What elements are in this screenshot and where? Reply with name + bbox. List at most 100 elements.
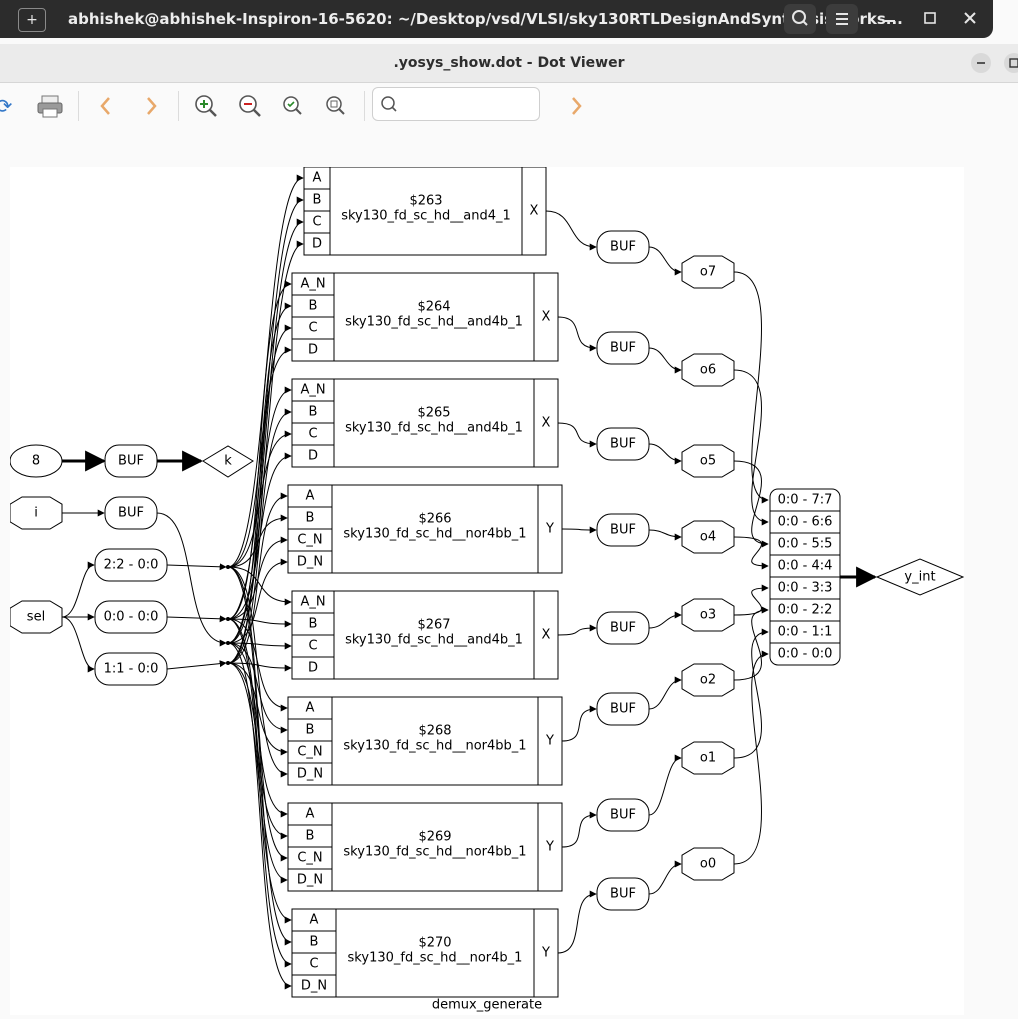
wire-to-pin: [227, 662, 292, 672]
cell-pin-label: C: [308, 321, 317, 336]
wire-port-concat: [733, 628, 769, 759]
wire-buf-port: [648, 246, 682, 276]
wire-buf-port: [648, 754, 682, 816]
junction: [226, 565, 230, 569]
buf-out-label: BUF: [610, 523, 636, 538]
maximize-icon[interactable]: [920, 6, 940, 30]
buf-i-label: BUF: [118, 506, 144, 521]
cell-type: sky130_fd_sc_hd__nor4b_1: [348, 951, 523, 966]
wire-cell-buf: [557, 316, 597, 352]
wire-buf-port: [648, 443, 682, 465]
close-icon[interactable]: [960, 6, 980, 30]
zoom-out-icon[interactable]: [236, 92, 264, 120]
output-y_int-label: y_int: [904, 570, 935, 585]
buf-out-label: BUF: [610, 887, 636, 902]
print-icon[interactable]: [36, 92, 64, 120]
wire-port-concat: [733, 650, 769, 865]
wire-buf-port: [648, 611, 682, 629]
forward-icon[interactable]: [137, 92, 165, 120]
wire-cell-buf: [561, 705, 597, 742]
output-port-label: o4: [700, 530, 716, 545]
wire-to-pin: [227, 618, 292, 968]
wire-cell-buf: [557, 422, 597, 448]
cell-out-pin: Y: [541, 946, 550, 961]
search-icon: [381, 96, 397, 112]
buf-out: [596, 331, 650, 365]
output-port-label: o5: [700, 454, 716, 469]
cell-pin-label: C_N: [297, 851, 322, 866]
search-input[interactable]: [401, 92, 535, 116]
input-i-port: [9, 496, 63, 530]
concat-label: 0:0 - 0:0: [778, 647, 833, 662]
cell-pin-label: B: [310, 935, 319, 950]
viewer-titlebar: .yosys_show.dot - Dot Viewer: [0, 44, 1018, 83]
toolbar-separator: [178, 91, 179, 121]
wire-cell-buf: [557, 890, 597, 954]
cell-pin-label: A_N: [300, 383, 325, 398]
wire-cell-buf: [545, 210, 597, 251]
output-port-label: o7: [700, 265, 716, 280]
cell-out-pin: X: [542, 310, 551, 325]
wire-to-pin: [227, 566, 288, 778]
search-icon[interactable]: [784, 4, 816, 34]
cell-pin-label: B: [306, 829, 315, 844]
wire-buf-port: [648, 860, 682, 895]
cell-pin-label: A: [313, 171, 322, 186]
buf-out-label: BUF: [610, 702, 636, 717]
wire-port-concat: [733, 536, 769, 570]
cell-pin-label: D_N: [297, 767, 323, 782]
back-icon[interactable]: [92, 92, 120, 120]
toolbar-separator: [364, 91, 365, 121]
wire-to-pin: [227, 302, 292, 644]
cell-id: $266: [418, 512, 451, 527]
const-label: 8: [32, 454, 40, 469]
zoom-fit-icon[interactable]: [279, 92, 307, 120]
cell-pin-label: A_N: [300, 595, 325, 610]
junction: [226, 661, 230, 665]
minimize-icon[interactable]: [880, 6, 900, 30]
cell-out-pin: Y: [545, 734, 554, 749]
buf-out-label: BUF: [610, 808, 636, 823]
cell-pin-label: A: [306, 701, 315, 716]
viewer-minimize-icon[interactable]: [971, 53, 991, 73]
wire-to-pin: [227, 280, 292, 620]
slice-label: 1:1 - 0:0: [104, 662, 159, 677]
cell-pin-label: C: [312, 215, 321, 230]
cell-out-pin: X: [542, 416, 551, 431]
output-port-label: o2: [700, 673, 716, 688]
buf-out: [596, 427, 650, 461]
cell-id: $268: [418, 724, 451, 739]
buf-out: [596, 877, 650, 911]
cell-pin-label: B: [306, 723, 315, 738]
find-next-icon[interactable]: [562, 92, 590, 120]
search-field[interactable]: [372, 87, 540, 121]
wire-to-pin: [227, 558, 288, 644]
wire-to-pin: [227, 240, 304, 664]
output-port: [681, 663, 735, 697]
output-port: [681, 741, 735, 775]
wire-to-pin: [227, 514, 288, 568]
const-node: [9, 444, 63, 478]
hamburger-menu-icon[interactable]: [826, 4, 858, 34]
wire-buf-port: [648, 676, 682, 710]
output-port-label: o3: [700, 608, 716, 623]
cell-pin-label: C: [308, 427, 317, 442]
cell-type: sky130_fd_sc_hd__and4_1: [341, 209, 511, 224]
cell-out-pin: Y: [545, 522, 554, 537]
cell-pin-label: B: [309, 617, 318, 632]
refresh-icon[interactable]: ⟳: [0, 94, 13, 118]
new-tab-icon[interactable]: +: [18, 8, 46, 32]
zoom-in-icon[interactable]: [192, 92, 220, 120]
zoom-100-icon[interactable]: [322, 92, 350, 120]
toolbar: ⟳: [0, 83, 1018, 129]
cell-id: $270: [418, 936, 451, 951]
wire-sel-slice2: [61, 561, 95, 618]
toolbar-separator: [78, 91, 79, 121]
cell-box: [287, 696, 563, 786]
viewer-maximize-icon[interactable]: [1004, 53, 1018, 73]
wire-to-pin: [227, 618, 292, 628]
cell-pin-label: B: [309, 299, 318, 314]
terminal-title: abhishek@abhishek-Inspiron-16-5620: ~/De…: [68, 10, 903, 28]
buf-out-label: BUF: [610, 341, 636, 356]
